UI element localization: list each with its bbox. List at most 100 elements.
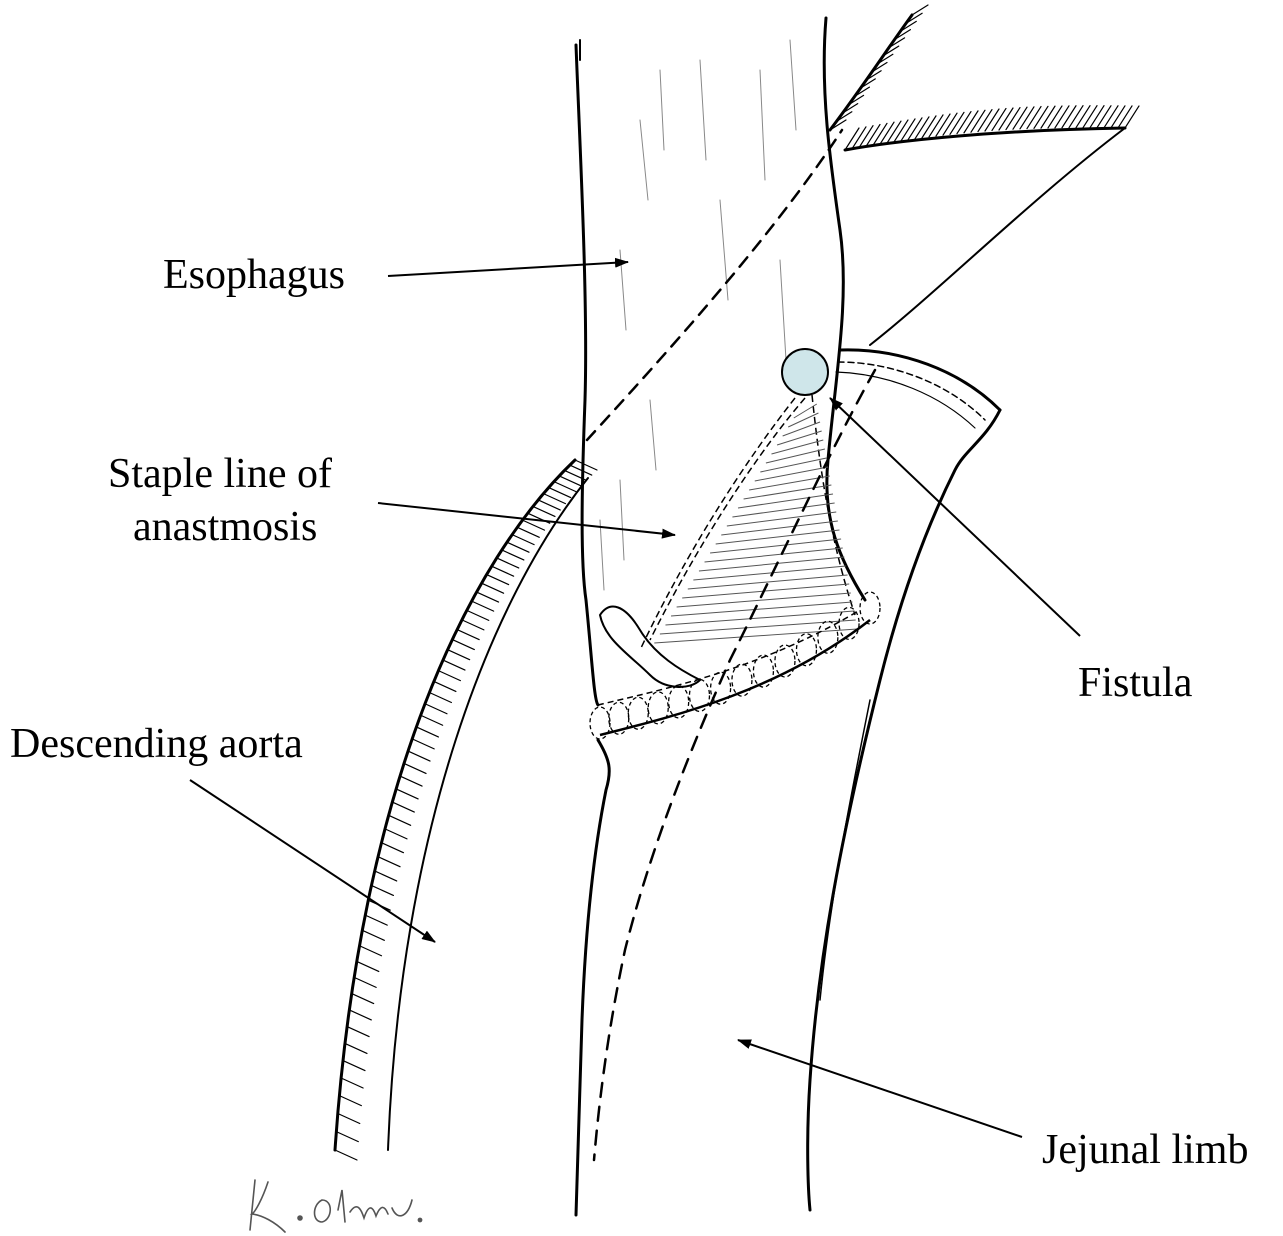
staple-hatch-stroke (771, 440, 823, 454)
aorta-hatch-stroke (429, 692, 451, 702)
aorta-hatch-stroke (1118, 106, 1132, 128)
aorta-hatch-stroke (1034, 106, 1048, 128)
aorta-hatching (335, 5, 1139, 1160)
aorta-hatch-stroke (1020, 107, 1034, 129)
aorta-hatch-stroke (347, 1027, 369, 1037)
aorta-hatch-stroke (345, 1043, 367, 1053)
aorta-hatch-stroke (908, 118, 922, 140)
staple-line-of-anastomosis (640, 395, 857, 650)
aorta-hatch-stroke (339, 1096, 361, 1106)
aorta-hatch-stroke (1048, 106, 1062, 128)
staple-hatch-stroke (727, 512, 836, 526)
aorta-lower-left-wall (335, 460, 575, 1150)
aorta-hatch-stroke (559, 476, 581, 486)
aorta-hatch-stroke (1090, 106, 1104, 128)
aorta-hatch-stroke (1097, 106, 1111, 128)
aorta-hatch-stroke (416, 727, 438, 737)
aorta-hatch-stroke (533, 506, 555, 516)
aorta-hatch-stroke (341, 1078, 363, 1088)
aorta-hatch-stroke (389, 815, 411, 825)
aorta-hatch-stroke (472, 601, 494, 611)
aorta-hatch-stroke (915, 117, 929, 139)
aorta-hatch-stroke (1062, 106, 1076, 128)
aorta-hatch-stroke (375, 871, 397, 881)
aorta-hatch-stroke (482, 583, 504, 593)
jejunum-cut-edge-inner-2 (836, 372, 975, 428)
aorta-hatch-stroke (359, 946, 381, 956)
aorta-hatch-stroke (1006, 108, 1020, 130)
arrow-esophagus (388, 262, 628, 276)
staple-hatch-stroke (688, 575, 848, 589)
aorta-right-wall-behind-jejunum (870, 128, 1125, 345)
aorta-hatch-stroke (1013, 107, 1027, 129)
aorta-hatch-stroke (922, 116, 936, 138)
aorta-hatch-stroke (1104, 106, 1118, 128)
arrow-staple-line (378, 503, 675, 535)
aorta-hatch-stroke (978, 110, 992, 132)
aorta-hatch-stroke (538, 500, 560, 510)
aorta-hatch-stroke (1083, 106, 1097, 128)
staple-hatch-stroke (677, 593, 851, 607)
aorta-hatch-stroke (438, 671, 460, 681)
jejunum-flap (600, 607, 700, 687)
label-fistula: Fistula (1078, 660, 1193, 706)
suture-stitch (860, 592, 880, 624)
aorta-hatch-stroke (392, 802, 414, 812)
aorta-hatch-stroke (378, 857, 400, 867)
staple-hatch-stroke (716, 530, 840, 544)
label-staple-line-line2: anastmosis (133, 504, 317, 550)
aorta-hatch-stroke (457, 630, 479, 640)
staple-hatch-stroke (788, 413, 818, 427)
aorta-hatch-stroke (985, 109, 999, 131)
aorta-hatch-stroke (1069, 106, 1083, 128)
aorta-hatch-stroke (887, 121, 901, 143)
jejunum-inner-right-wall (820, 700, 870, 1000)
staple-hatch-stroke (699, 557, 844, 571)
aorta-hatch-stroke (357, 961, 379, 971)
staple-hatch-stroke (760, 458, 826, 472)
label-staple-line-line1: Staple line of (108, 451, 332, 497)
aorta-lower-right-wall (388, 478, 588, 1150)
aorta-hatch-stroke (971, 110, 985, 132)
staple-hatch-stroke (744, 485, 832, 499)
staple-hatch-stroke (783, 422, 820, 436)
aorta-hatch-stroke (894, 120, 908, 142)
aorta-hatch-stroke (352, 994, 374, 1004)
aorta-hatch-stroke (936, 114, 950, 136)
staple-hatch-stroke (721, 521, 838, 535)
staple-hatch-stroke (738, 494, 833, 508)
jejunum-cut-edge-top (840, 350, 1000, 410)
aorta-hatch-stroke (381, 843, 403, 853)
fistula-marker (782, 349, 828, 395)
aorta-hatch-stroke (999, 108, 1013, 130)
aorta-hatch-stroke (543, 494, 565, 504)
staple-hatch-stroke (732, 503, 834, 517)
aorta-hatch-stroke (912, 5, 928, 15)
descending-aorta (335, 5, 1139, 1160)
arrow-jejunal-limb (738, 1040, 1022, 1137)
aorta-hatch-stroke (335, 1150, 357, 1160)
aorta-hatch-stroke (901, 119, 915, 141)
aorta-hatch-stroke (517, 527, 539, 537)
staple-hatch-stroke (710, 539, 841, 553)
aorta-hatch-stroke (448, 650, 470, 660)
jejunum-left-wall (576, 740, 609, 1215)
aorta-hatch-stroke (434, 681, 456, 691)
aorta-hatch-stroke (404, 763, 426, 773)
aorta-hatch-stroke (523, 520, 545, 530)
aorta-hatch-stroke (354, 977, 376, 987)
aorta-hatch-stroke (929, 115, 943, 137)
aorta-hatch-stroke (502, 550, 524, 560)
aorta-hatch-stroke (462, 620, 484, 630)
aorta-hatch-stroke (452, 640, 474, 650)
aorta-hatch-stroke (873, 123, 887, 145)
aorta-hatch-stroke (443, 660, 465, 670)
aorta-hatch-stroke (421, 715, 443, 725)
aorta-hatch-stroke (487, 575, 509, 585)
label-esophagus: Esophagus (163, 252, 345, 298)
aorta-hatch-stroke (992, 108, 1006, 130)
aorta-hatch-stroke (554, 482, 576, 492)
aorta-hatch-stroke (957, 112, 971, 134)
aorta-hatch-stroke (880, 122, 894, 144)
